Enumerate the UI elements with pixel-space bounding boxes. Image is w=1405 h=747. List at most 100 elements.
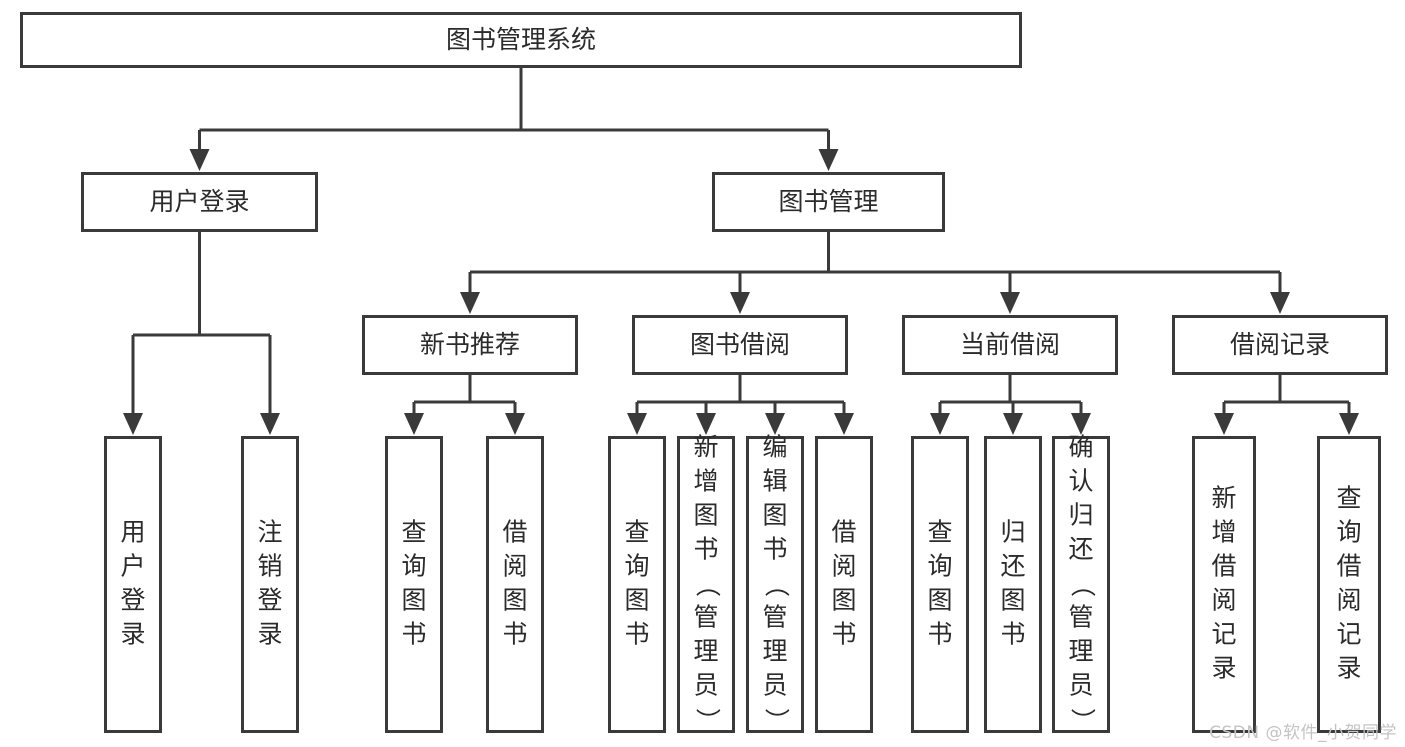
node-label-char: 图 [1000, 586, 1025, 615]
node-root[interactable]: 图书管理系统 [20, 12, 1022, 68]
node-label-char: 辑 [762, 467, 787, 496]
node-book-manage[interactable]: 图书管理 [712, 172, 945, 232]
node-box [1317, 436, 1381, 733]
connector-group-borrow-record [1214, 375, 1359, 435]
node-label: 当前借阅 [960, 330, 1060, 359]
node-label: 用户登录 [149, 187, 249, 216]
node-label-char: 图 [624, 586, 649, 615]
arrow-head-icon [730, 292, 750, 314]
node-user-login[interactable]: 用户登录 [81, 172, 318, 232]
node-label-char: 书 [502, 620, 527, 649]
node-label-char: （ [693, 572, 722, 597]
connector-group-current-borrow [930, 375, 1091, 435]
node-label-char: 登 [120, 586, 145, 615]
arrow-head-icon [1339, 413, 1359, 435]
node-label-char: 询 [1336, 518, 1361, 547]
node-box [104, 436, 162, 733]
node-label-char: 图 [693, 501, 718, 530]
node-label-char: 用 [120, 518, 145, 547]
node-current-borrow[interactable]: 当前借阅 [902, 315, 1118, 375]
arrow-head-icon [460, 292, 480, 314]
node-book-borrow[interactable]: 图书借阅 [632, 315, 848, 375]
node-box [911, 436, 969, 733]
node-label-char: 询 [927, 552, 952, 581]
node-label-char: 阅 [1211, 586, 1236, 615]
node-box [712, 172, 945, 232]
node-label: 图书借阅 [690, 330, 790, 359]
node-label-char: 借 [831, 518, 856, 547]
node-label-char: 录 [257, 620, 282, 649]
node-label-char: 理 [1068, 637, 1093, 666]
node-label-char: 管 [762, 603, 787, 632]
node-label: 图书管理系统 [446, 25, 596, 54]
arrow-head-icon [696, 413, 716, 435]
node-label-char: 确 [1068, 433, 1093, 462]
node-label-char: 图 [927, 586, 952, 615]
node-label-char: 录 [120, 620, 145, 649]
node-label-char: 登 [257, 586, 282, 615]
node-box [902, 315, 1118, 375]
node-label: 用户登录 [120, 518, 145, 649]
node-box [632, 315, 848, 375]
csdn-watermark: CSDN @软件_小贺同学 [1209, 723, 1397, 743]
node-label-char: 理 [762, 637, 787, 666]
node-box [1172, 315, 1388, 375]
arrow-head-icon [1270, 292, 1290, 314]
node-box [1192, 436, 1256, 733]
arrow-head-icon [123, 413, 143, 435]
node-label-char: 书 [693, 535, 718, 564]
node-label-char: 阅 [831, 552, 856, 581]
node-label-char: 还 [1068, 535, 1093, 564]
node-new-book-recommend[interactable]: 新书推荐 [362, 315, 578, 375]
node-label-char: 归 [1068, 501, 1093, 530]
arrow-head-icon [1000, 292, 1020, 314]
node-box [677, 436, 735, 733]
node-label-char: 询 [401, 552, 426, 581]
connector-group-root [189, 68, 839, 171]
node-box [608, 436, 666, 733]
node-borrow-record[interactable]: 借阅记录 [1172, 315, 1388, 375]
node-label-char: （ [1068, 572, 1097, 597]
node-leaf-user-login[interactable]: 用户登录 [104, 436, 162, 733]
node-label-char: 录 [1211, 654, 1236, 683]
node-label-char: 书 [624, 620, 649, 649]
node-label-char: 员 [1068, 671, 1093, 700]
node-label-char: ） [693, 708, 722, 733]
node-label: 图书管理 [778, 187, 878, 216]
node-box [385, 436, 443, 733]
arrow-head-icon [1003, 413, 1023, 435]
arrow-head-icon [189, 149, 210, 171]
connector-layer [123, 68, 1359, 435]
node-label-char: 阅 [1336, 586, 1361, 615]
node-label-char: 注 [257, 518, 282, 547]
node-box [984, 436, 1042, 733]
node-label-char: 图 [502, 586, 527, 615]
node-label-char: 增 [1211, 518, 1236, 547]
node-label-char: 新 [693, 433, 718, 462]
node-label-char: 户 [120, 552, 145, 581]
node-label-char: ） [1068, 708, 1097, 733]
arrow-head-icon [1071, 413, 1091, 435]
node-box [241, 436, 299, 733]
node-label-char: 图 [401, 586, 426, 615]
node-label-char: 管 [1068, 603, 1093, 632]
node-label-char: 书 [831, 620, 856, 649]
node-box [1052, 436, 1110, 733]
